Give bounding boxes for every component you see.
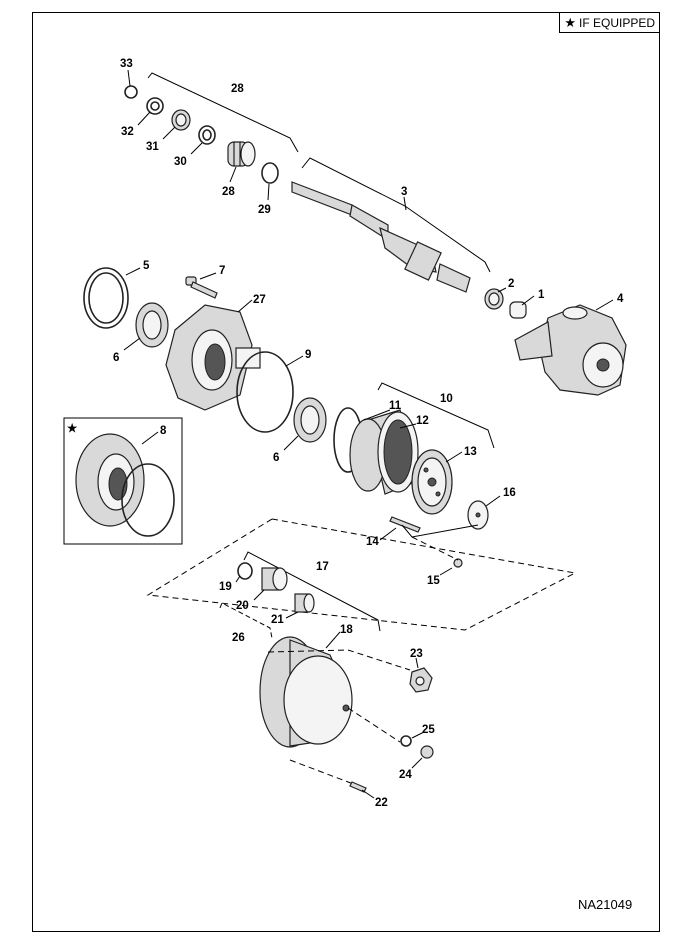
callout: 11 <box>389 400 402 412</box>
part-29-oring <box>261 162 279 184</box>
callout: 28 <box>231 83 244 95</box>
leader-lines <box>123 69 614 799</box>
callout: 14 <box>366 536 379 548</box>
part-15-bolt <box>453 558 463 568</box>
inset-marker: ★ <box>67 422 78 435</box>
callout: 31 <box>146 141 159 153</box>
callout: 33 <box>120 58 133 70</box>
callout: 21 <box>271 614 284 626</box>
callout: 20 <box>236 600 249 612</box>
part-13-planet-carrier <box>411 449 453 515</box>
callout: 26 <box>232 632 245 644</box>
callout: 2 <box>508 278 514 290</box>
part-32-washer <box>146 97 164 115</box>
part-14-pin <box>389 516 421 533</box>
part-24-plug <box>420 745 434 759</box>
part-12-ring-gear <box>349 409 421 495</box>
ring-gear-group <box>333 382 495 515</box>
part-22-screw <box>349 781 367 793</box>
callout: 12 <box>416 415 429 427</box>
callout: 10 <box>440 393 453 405</box>
part-6-lower-bearing <box>293 397 327 443</box>
if-equipped-text: IF EQUIPPED <box>578 16 655 30</box>
callout: 4 <box>617 293 624 305</box>
part-19-ring <box>237 562 253 580</box>
part-27-spindle <box>165 304 261 411</box>
callout: 5 <box>143 260 150 272</box>
part-4-steering-knuckle <box>514 304 627 396</box>
callout: 30 <box>174 156 187 168</box>
part-23-nut <box>409 667 433 693</box>
part-21-gear <box>294 593 315 613</box>
star-icon: ★ <box>564 15 576 30</box>
callout: 3 <box>401 186 407 198</box>
axle-shaft <box>291 157 527 319</box>
if-equipped-note: ★IF EQUIPPED <box>559 12 660 33</box>
callout: 28 <box>222 186 235 198</box>
callout: 6 <box>273 452 279 464</box>
callout: 29 <box>258 204 271 216</box>
callout: 24 <box>399 769 412 781</box>
callout: 8 <box>160 425 167 437</box>
callout: 23 <box>410 648 423 660</box>
part-8-optional-spindle <box>75 433 175 537</box>
callout: 25 <box>422 724 435 736</box>
part-16-thrust-plate <box>467 500 489 530</box>
callout: 1 <box>538 289 545 301</box>
callout: 18 <box>340 624 353 636</box>
gear-group <box>219 551 381 639</box>
callout: 19 <box>219 581 232 593</box>
callout: 9 <box>305 349 311 361</box>
part-1-bushing <box>509 301 527 319</box>
part-20-gear <box>261 567 288 591</box>
seal-kit-group <box>124 72 299 184</box>
part-33-oring <box>124 85 138 99</box>
part-5-seal <box>83 267 129 329</box>
callout: 22 <box>375 797 388 809</box>
dashed-assembly-outline <box>146 518 577 631</box>
callout: 17 <box>316 561 329 573</box>
part-7-stud <box>185 276 218 299</box>
callout: 16 <box>503 487 516 499</box>
callout: 27 <box>253 294 266 306</box>
callout: 13 <box>464 446 477 458</box>
callout: 7 <box>219 265 225 277</box>
part-25-oring <box>400 735 412 747</box>
figure-id: NA21049 <box>578 897 633 912</box>
part-6-upper-bearing <box>135 302 169 348</box>
callouts: 33 28 32 31 30 28 29 3 2 1 4 5 6 7 27 9 … <box>67 58 624 809</box>
diagram-frame <box>32 12 660 932</box>
callout: 15 <box>427 575 440 587</box>
part-9-oring <box>236 351 294 433</box>
callout: 32 <box>121 126 134 138</box>
part-30-ring <box>198 125 216 145</box>
part-18-hub <box>259 636 353 748</box>
part-28-seal-assembly <box>227 141 256 167</box>
callout: 6 <box>113 352 119 364</box>
